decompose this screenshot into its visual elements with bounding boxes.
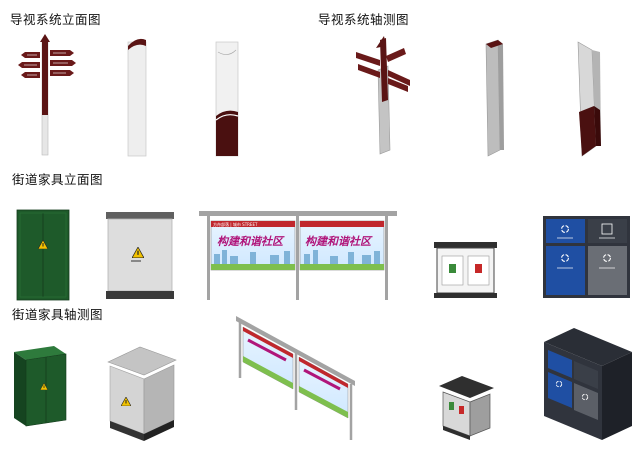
gray-utility-cabinet-elevation: [106, 212, 174, 299]
sorting-recycling-station-axonometric: [544, 328, 632, 440]
green-utility-cabinet-axonometric: [14, 346, 67, 427]
furniture-elevation-heading: 街道家具立面图: [12, 172, 104, 187]
billboard-skyline: [214, 250, 380, 266]
gray-utility-cabinet-axonometric: [107, 346, 177, 441]
billboard-slogan-right: 构建和谐社区: [305, 235, 373, 248]
guide-column-elevation-brown-base: [215, 41, 239, 157]
double-trash-bin-axonometric: [439, 376, 494, 440]
sorting-recycling-station-elevation: [543, 216, 630, 298]
furniture-axonometric-heading: 街道家具轴测图: [12, 307, 104, 322]
guide-column-axonometric-brown-base: [577, 41, 601, 157]
guide-column-axonometric-gray: [485, 39, 504, 157]
billboard-slogan-left: 构建和谐社区: [217, 235, 285, 248]
signage-axonometric-heading: 导视系统轴测图: [318, 12, 410, 27]
green-utility-cabinet-elevation: [16, 209, 70, 301]
billboard-elevation: 方舟部落 | 城市 STREET 构建和谐社区 构建和谐社区: [199, 211, 397, 300]
signage-elevation-heading: 导视系统立面图: [10, 12, 102, 27]
billboard-header-text: 方舟部落 | 城市 STREET: [213, 221, 258, 227]
directional-signpost-elevation: [18, 34, 76, 156]
guide-column-elevation-white: [127, 38, 147, 157]
billboard-axonometric: [236, 316, 355, 440]
directional-signpost-axonometric: [356, 36, 410, 155]
double-trash-bin-elevation: [434, 242, 497, 298]
